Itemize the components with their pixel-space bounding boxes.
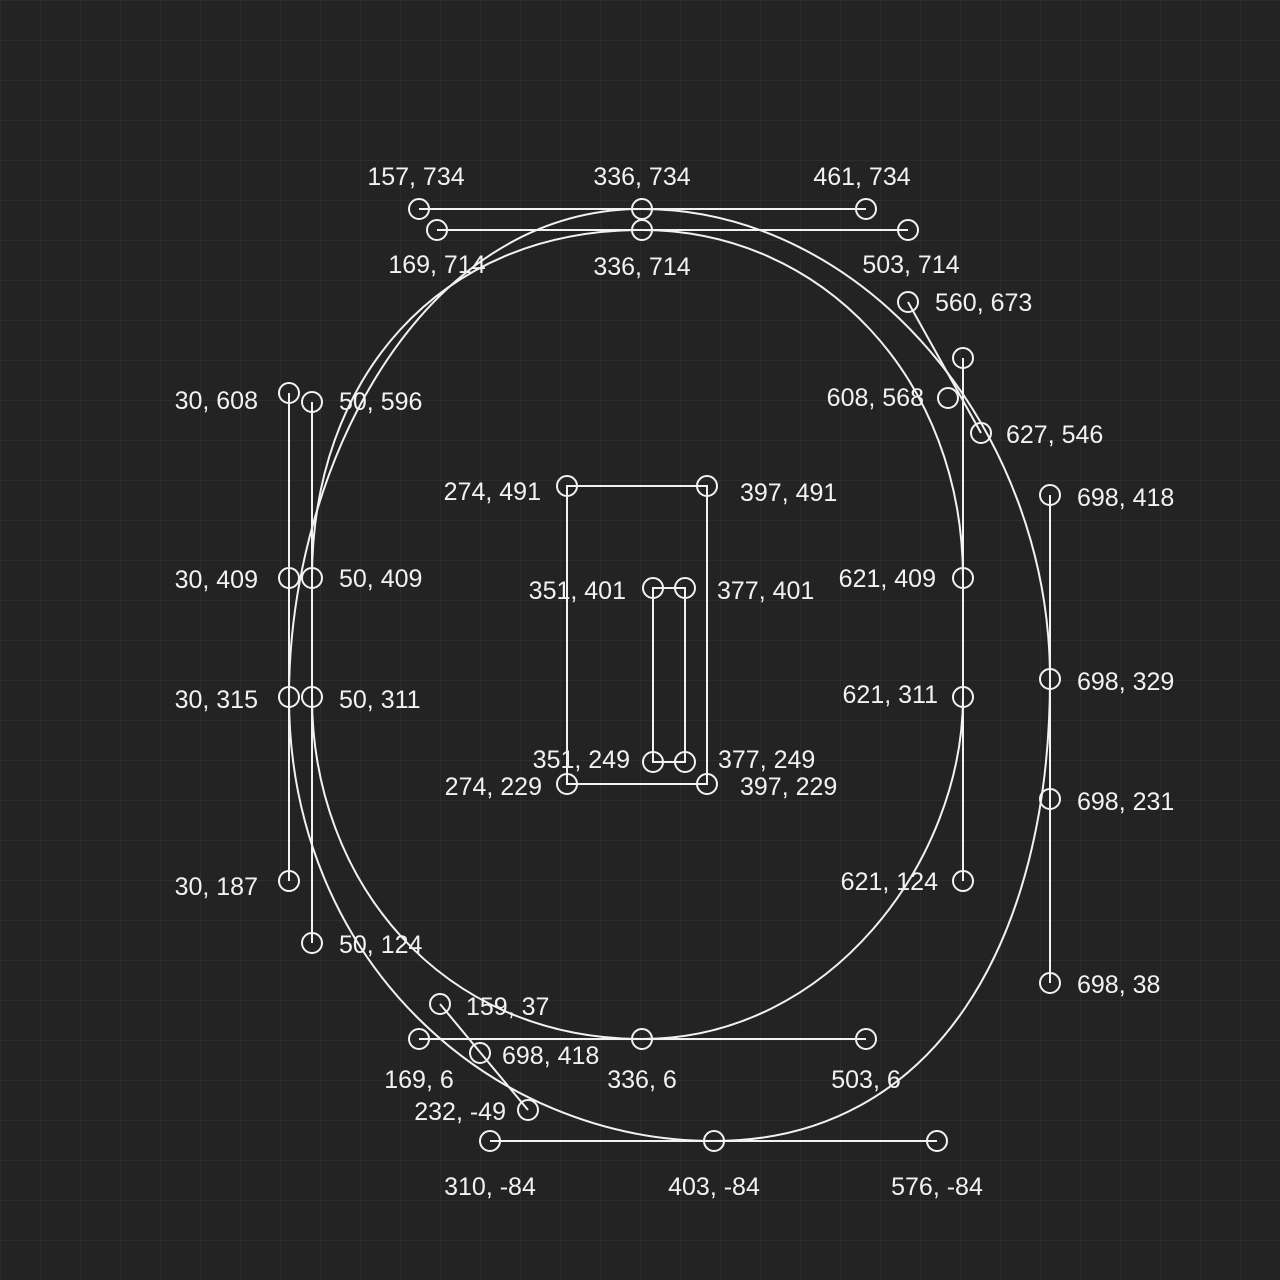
point-503-6[interactable] bbox=[855, 1028, 877, 1050]
counter-rectangle bbox=[566, 485, 708, 785]
handle-line bbox=[907, 301, 982, 434]
label-336-714: 336, 714 bbox=[593, 253, 690, 281]
point-351-401[interactable] bbox=[642, 577, 664, 599]
point-30-608[interactable] bbox=[278, 382, 300, 404]
label-461-734: 461, 734 bbox=[813, 163, 910, 191]
point-336-6[interactable] bbox=[631, 1028, 653, 1050]
point-503-714[interactable] bbox=[897, 219, 919, 241]
point-698-231[interactable] bbox=[1039, 788, 1061, 810]
handle-line bbox=[439, 1003, 529, 1111]
point-50-409[interactable] bbox=[301, 567, 323, 589]
outer-contour bbox=[287, 207, 1052, 1143]
label-698-329: 698, 329 bbox=[1077, 668, 1174, 696]
point-621-311[interactable] bbox=[952, 686, 974, 708]
point-377-401[interactable] bbox=[674, 577, 696, 599]
point-30-187[interactable] bbox=[278, 870, 300, 892]
inner-contour bbox=[311, 228, 964, 1041]
point-461-734[interactable] bbox=[855, 198, 877, 220]
label-336-734: 336, 734 bbox=[593, 163, 690, 191]
label-621-409: 621, 409 bbox=[839, 565, 936, 593]
label-169-714: 169, 714 bbox=[388, 251, 485, 279]
point-50-596[interactable] bbox=[301, 391, 323, 413]
label-157-734: 157, 734 bbox=[367, 163, 464, 191]
label-274-491: 274, 491 bbox=[444, 478, 541, 506]
label-50-596: 50, 596 bbox=[339, 388, 422, 416]
point-336-714[interactable] bbox=[631, 219, 653, 241]
point-351-249[interactable] bbox=[642, 751, 664, 773]
point-627-546[interactable] bbox=[970, 422, 992, 444]
point-274-229[interactable] bbox=[556, 773, 578, 795]
point-157-734[interactable] bbox=[408, 198, 430, 220]
label-621-311: 621, 311 bbox=[843, 681, 938, 709]
label-351-249: 351, 249 bbox=[533, 746, 630, 774]
label-608-568: 608, 568 bbox=[827, 384, 924, 412]
point-50-311[interactable] bbox=[301, 686, 323, 708]
label-232-n49: 232, -49 bbox=[414, 1098, 506, 1126]
coordinate-labels: 157, 734 336, 734 461, 734 169, 714 336,… bbox=[175, 163, 1175, 1201]
point-397-229[interactable] bbox=[696, 773, 718, 795]
label-503-6: 503, 6 bbox=[831, 1066, 901, 1094]
label-397-229: 397, 229 bbox=[740, 773, 837, 801]
label-50-311: 50, 311 bbox=[339, 686, 421, 714]
label-274-229: 274, 229 bbox=[445, 773, 542, 801]
label-50-124: 50, 124 bbox=[339, 931, 423, 959]
point-232-n49[interactable] bbox=[517, 1099, 539, 1121]
label-30-187: 30, 187 bbox=[175, 873, 258, 901]
label-351-401: 351, 401 bbox=[529, 577, 626, 605]
label-377-401: 377, 401 bbox=[717, 577, 814, 605]
label-30-409: 30, 409 bbox=[175, 566, 258, 594]
label-336-6: 336, 6 bbox=[607, 1066, 677, 1094]
label-627-546: 627, 546 bbox=[1006, 421, 1103, 449]
center-bar bbox=[652, 587, 686, 763]
label-30-315: 30, 315 bbox=[175, 686, 258, 714]
point-403-n84[interactable] bbox=[703, 1130, 725, 1152]
point-621-409[interactable] bbox=[952, 567, 974, 589]
label-30-608: 30, 608 bbox=[175, 387, 258, 415]
point-698-418[interactable] bbox=[1039, 484, 1061, 506]
point-560-673[interactable] bbox=[897, 291, 919, 313]
label-310-n84: 310, -84 bbox=[444, 1173, 536, 1201]
point-397-491[interactable] bbox=[696, 475, 718, 497]
point-698-38[interactable] bbox=[1039, 972, 1061, 994]
point-698-329[interactable] bbox=[1039, 668, 1061, 690]
point-50-124[interactable] bbox=[301, 932, 323, 954]
label-403-n84: 403, -84 bbox=[668, 1173, 760, 1201]
point-30-315[interactable] bbox=[278, 686, 300, 708]
handle-lines bbox=[288, 208, 1051, 1142]
point-576-n84[interactable] bbox=[926, 1130, 948, 1152]
point-169-714[interactable] bbox=[426, 219, 448, 241]
label-698-418-lower: 698, 418 bbox=[502, 1042, 599, 1070]
label-397-491: 397, 491 bbox=[740, 479, 837, 507]
point-698-418-lower[interactable] bbox=[469, 1042, 491, 1064]
label-698-231: 698, 231 bbox=[1077, 788, 1174, 816]
control-points bbox=[278, 198, 1061, 1152]
point-159-37[interactable] bbox=[429, 993, 451, 1015]
label-169-6: 169, 6 bbox=[384, 1066, 454, 1094]
point-310-n84[interactable] bbox=[479, 1130, 501, 1152]
label-698-38: 698, 38 bbox=[1077, 971, 1160, 999]
point-621-124[interactable] bbox=[952, 870, 974, 892]
label-159-37: 159, 37 bbox=[466, 993, 549, 1021]
point-30-409[interactable] bbox=[278, 567, 300, 589]
point-274-491[interactable] bbox=[556, 475, 578, 497]
point-377-249[interactable] bbox=[674, 751, 696, 773]
label-560-673: 560, 673 bbox=[935, 289, 1032, 317]
label-698-418: 698, 418 bbox=[1077, 484, 1174, 512]
point-608-568[interactable] bbox=[937, 387, 959, 409]
label-503-714: 503, 714 bbox=[862, 251, 959, 279]
point-621-top[interactable] bbox=[952, 347, 974, 369]
label-377-249: 377, 249 bbox=[718, 746, 815, 774]
label-576-n84: 576, -84 bbox=[891, 1173, 983, 1201]
label-50-409: 50, 409 bbox=[339, 565, 422, 593]
label-621-124: 621, 124 bbox=[841, 868, 938, 896]
point-169-6[interactable] bbox=[408, 1028, 430, 1050]
